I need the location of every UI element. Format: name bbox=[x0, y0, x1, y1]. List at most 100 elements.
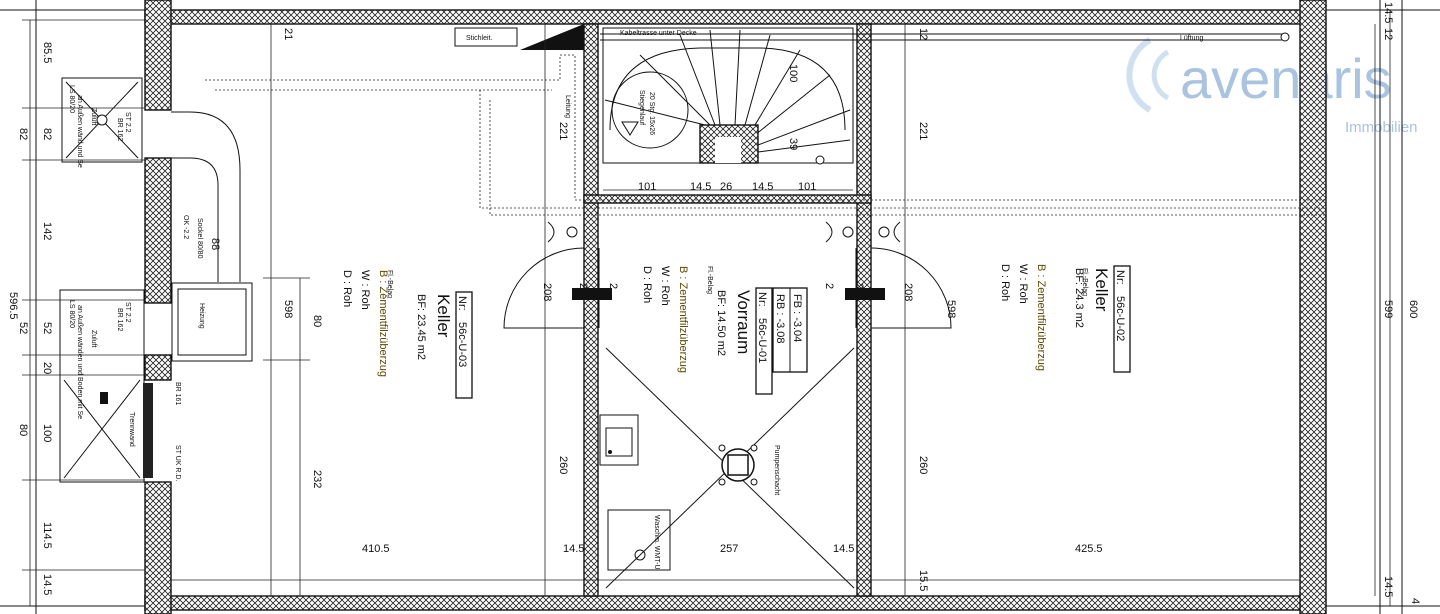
company-logo: avenaris Immobilien bbox=[1126, 37, 1418, 136]
svg-text:20 Stg. 15x26: 20 Stg. 15x26 bbox=[648, 92, 655, 135]
wall-left-middle bbox=[144, 157, 172, 304]
svg-text:208: 208 bbox=[902, 283, 914, 301]
svg-text:Waschm. WMT-U: Waschm. WMT-U bbox=[653, 515, 660, 570]
svg-text:Vorraum: Vorraum bbox=[734, 290, 753, 354]
svg-text:52: 52 bbox=[41, 322, 53, 334]
svg-text:W : Roh: W : Roh bbox=[659, 266, 671, 306]
svg-text:12: 12 bbox=[917, 28, 929, 40]
svg-text:101: 101 bbox=[798, 181, 816, 193]
wall-right bbox=[1299, 0, 1327, 614]
svg-text:26: 26 bbox=[720, 181, 732, 193]
svg-text:232: 232 bbox=[311, 470, 323, 488]
svg-text:599: 599 bbox=[1382, 300, 1394, 318]
svg-text:Nr:: Nr: bbox=[1114, 270, 1126, 285]
svg-text:BR 162: BR 162 bbox=[116, 308, 123, 331]
svg-text:257: 257 bbox=[720, 543, 738, 555]
svg-text:Stiegenlauf: Stiegenlauf bbox=[638, 90, 645, 125]
pipes: Stichleit. Kabeltrasse unter Decke Lüftu… bbox=[205, 24, 1325, 216]
svg-text:B : Zementfilzüberzug: B : Zementfilzüberzug bbox=[377, 270, 389, 377]
svg-text:W : Roh: W : Roh bbox=[1017, 264, 1029, 304]
svg-text:39: 39 bbox=[787, 138, 799, 150]
svg-text:RB : -3.08: RB : -3.08 bbox=[774, 294, 786, 344]
svg-text:15.5: 15.5 bbox=[917, 570, 929, 591]
svg-text:D : Roh: D : Roh bbox=[341, 270, 353, 307]
svg-text:B : Zementfilzüberzug: B : Zementfilzüberzug bbox=[677, 266, 689, 373]
wall-top bbox=[144, 9, 1326, 25]
wall-left-upper bbox=[144, 0, 172, 111]
svg-text:596.5: 596.5 bbox=[7, 292, 19, 320]
svg-text:LS 80/20: LS 80/20 bbox=[68, 300, 75, 328]
room-label-center: Nr: 56c-U-01 Vorraum BF: 14.50 m2 Fl.-Be… bbox=[641, 266, 773, 395]
shafts-left: BR 162 ST 2.2 LS 80/20 an Außen wänd und… bbox=[59, 77, 181, 483]
svg-text:82: 82 bbox=[41, 128, 53, 140]
svg-text:Kabeltrasse unter Decke: Kabeltrasse unter Decke bbox=[620, 30, 697, 37]
svg-text:Nr:: Nr: bbox=[756, 292, 768, 307]
svg-text:Keller: Keller bbox=[1092, 268, 1111, 312]
logo-subtext: Immobilien bbox=[1345, 119, 1418, 136]
svg-text:4: 4 bbox=[1409, 598, 1421, 604]
svg-text:14.5: 14.5 bbox=[563, 543, 584, 555]
doors bbox=[503, 221, 952, 329]
svg-text:142: 142 bbox=[41, 222, 53, 240]
svg-text:Stichleit.: Stichleit. bbox=[466, 35, 493, 42]
svg-text:82: 82 bbox=[17, 128, 29, 140]
svg-text:2: 2 bbox=[577, 283, 589, 289]
svg-text:LS 80/20: LS 80/20 bbox=[68, 85, 75, 113]
svg-text:598: 598 bbox=[282, 300, 294, 318]
svg-text:W : Roh: W : Roh bbox=[359, 270, 371, 310]
svg-text:20: 20 bbox=[41, 362, 53, 374]
svg-text:Keller: Keller bbox=[434, 294, 453, 338]
svg-text:2: 2 bbox=[853, 283, 865, 289]
room-label-left: Nr: 56c-U-03 Keller BF: 23.45 m2 Fl.-Bel… bbox=[341, 270, 473, 399]
svg-text:88: 88 bbox=[209, 238, 221, 250]
svg-text:Leitung: Leitung bbox=[564, 95, 571, 118]
svg-text:221: 221 bbox=[917, 122, 929, 140]
wall-bottom bbox=[144, 595, 1326, 611]
dimension-labels: 85.5 82 142 52 20 100 114.5 14.5 596.5 5… bbox=[7, 2, 1421, 604]
svg-text:D : Roh: D : Roh bbox=[999, 264, 1011, 301]
heizung-label: Heizung bbox=[198, 303, 205, 329]
staircase: Stiegenlauf 20 Stg. 15x26 bbox=[602, 27, 854, 165]
svg-text:100: 100 bbox=[41, 424, 53, 442]
svg-text:21: 21 bbox=[282, 28, 294, 40]
svg-text:80: 80 bbox=[311, 315, 323, 327]
svg-text:101: 101 bbox=[638, 181, 656, 193]
svg-text:80: 80 bbox=[17, 424, 29, 436]
wall-left-lower bbox=[144, 481, 172, 614]
dimension-lines bbox=[22, 10, 1391, 606]
svg-text:85.5: 85.5 bbox=[41, 42, 53, 63]
svg-text:260: 260 bbox=[557, 456, 569, 474]
svg-text:221: 221 bbox=[557, 122, 569, 140]
svg-text:56c-U-03: 56c-U-03 bbox=[456, 322, 468, 367]
svg-text:2: 2 bbox=[607, 283, 619, 289]
svg-text:ST 2.2: ST 2.2 bbox=[124, 302, 131, 323]
svg-text:Zuluft: Zuluft bbox=[90, 108, 97, 126]
svg-text:208: 208 bbox=[541, 283, 553, 301]
svg-text:14.5: 14.5 bbox=[41, 574, 53, 595]
svg-text:FB : -3.04: FB : -3.04 bbox=[791, 294, 803, 342]
svg-text:BR 161: BR 161 bbox=[174, 382, 181, 405]
logo-text: avenaris bbox=[1180, 47, 1392, 110]
svg-text:260: 260 bbox=[917, 456, 929, 474]
svg-text:600: 600 bbox=[1407, 300, 1419, 318]
svg-text:BF: 24.3 m2: BF: 24.3 m2 bbox=[1073, 268, 1085, 328]
svg-text:an Außen wänd und Se: an Außen wänd und Se bbox=[76, 95, 83, 168]
level-box: FB : -3.04 RB : -3.08 bbox=[772, 287, 808, 373]
svg-text:56c-U-02: 56c-U-02 bbox=[1114, 296, 1126, 341]
svg-text:425.5: 425.5 bbox=[1075, 543, 1103, 555]
svg-text:14.5: 14.5 bbox=[690, 181, 711, 193]
svg-text:OK -2.2: OK -2.2 bbox=[182, 215, 189, 239]
svg-text:Lüftung: Lüftung bbox=[1180, 35, 1203, 42]
svg-text:Fl.-Belag: Fl.-Belag bbox=[706, 266, 713, 294]
svg-text:Pumpenschacht: Pumpenschacht bbox=[773, 445, 780, 495]
svg-text:ST UK R.D.: ST UK R.D. bbox=[174, 445, 181, 481]
svg-text:Fl.-Belag: Fl.-Belag bbox=[1081, 268, 1088, 296]
svg-text:BF: 14.50 m2: BF: 14.50 m2 bbox=[715, 290, 727, 356]
horizontal-dimension-labels: 410.5 14.5 257 14.5 425.5 101 14.5 26 14… bbox=[362, 181, 1103, 555]
walls bbox=[144, 0, 1327, 614]
svg-text:52: 52 bbox=[17, 322, 29, 334]
svg-text:100: 100 bbox=[787, 64, 799, 82]
svg-text:Nr:: Nr: bbox=[456, 296, 468, 311]
svg-text:B : Zementfilzüberzug: B : Zementfilzüberzug bbox=[1035, 264, 1047, 371]
